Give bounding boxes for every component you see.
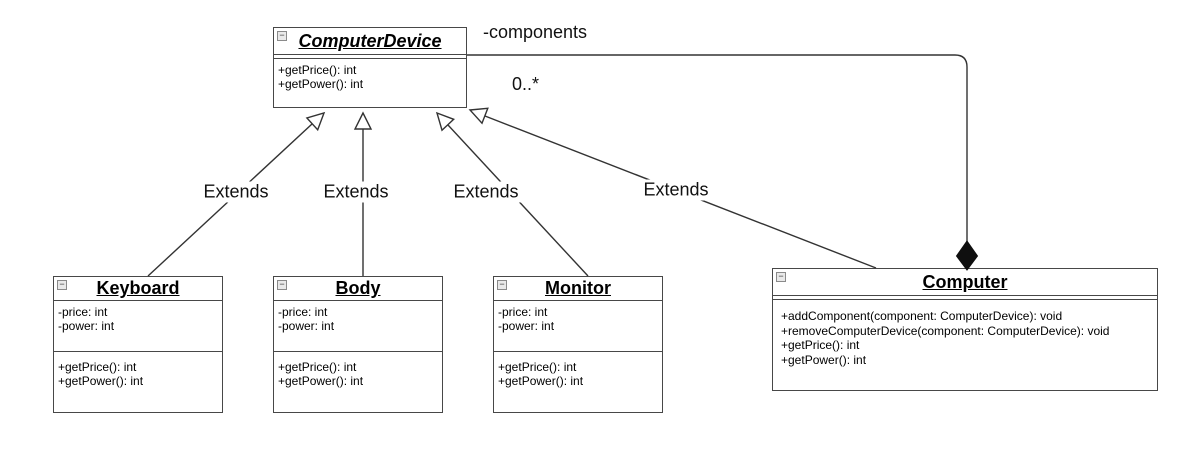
methods-compartment: +getPrice(): int +getPower(): int [274, 59, 466, 91]
class-attribute: -power: int [278, 318, 335, 333]
collapse-minus-icon[interactable]: − [57, 280, 67, 290]
class-method: +removeComputerDevice(component: Compute… [781, 323, 1110, 338]
methods-compartment: +getPrice(): int +getPower(): int [54, 352, 222, 388]
class-header-keyboard: − Keyboard [54, 277, 222, 301]
class-title: Monitor [545, 278, 611, 298]
extends-label-monitor[interactable]: Extends [450, 181, 522, 203]
class-attribute: -price: int [498, 305, 548, 319]
inheritance-arrow-body[interactable] [353, 111, 373, 276]
class-method: +getPrice(): int [278, 360, 357, 374]
class-box-keyboard[interactable]: − Keyboard -price: int -power: int +getP… [53, 276, 223, 413]
association-name-label[interactable]: -components [483, 22, 588, 42]
class-attribute: -power: int [498, 318, 555, 333]
extends-label-body[interactable]: Extends [320, 181, 392, 203]
class-title: Computer [922, 271, 1008, 292]
collapse-minus-icon[interactable]: − [776, 272, 786, 282]
class-header-body: − Body [274, 277, 442, 301]
class-method: +getPower(): int [58, 373, 144, 388]
class-method: +getPower(): int [278, 373, 364, 388]
class-box-computer[interactable]: − Computer +addComponent(component: Comp… [772, 268, 1158, 391]
class-header-computerdevice: − ComputerDevice [274, 28, 466, 55]
methods-compartment: +addComponent(component: ComputerDevice)… [773, 300, 1157, 367]
composition-link-components[interactable] [467, 54, 979, 271]
methods-compartment: +getPrice(): int +getPower(): int [274, 352, 442, 388]
class-title: Keyboard [96, 278, 180, 298]
class-box-body[interactable]: − Body -price: int -power: int +getPrice… [273, 276, 443, 413]
empty-attributes-compartment [773, 296, 1157, 300]
collapse-minus-icon[interactable]: − [277, 280, 287, 290]
class-method: +getPrice(): int [498, 360, 577, 374]
class-method: +getPower(): int [278, 76, 364, 91]
class-method: +getPower(): int [498, 373, 584, 388]
attributes-compartment: -price: int -power: int [54, 301, 222, 352]
extends-label-keyboard[interactable]: Extends [200, 181, 272, 203]
class-method: +getPrice(): int [278, 63, 357, 77]
class-box-monitor[interactable]: − Monitor -price: int -power: int +getPr… [493, 276, 663, 413]
empty-attributes-compartment [274, 55, 466, 59]
class-header-monitor: − Monitor [494, 277, 662, 301]
class-attribute: -price: int [58, 305, 108, 319]
class-method: +addComponent(component: ComputerDevice)… [781, 309, 1063, 323]
class-method: +getPrice(): int [781, 338, 860, 352]
class-attribute: -power: int [58, 318, 115, 333]
class-method: +getPrice(): int [58, 360, 137, 374]
class-title: ComputerDevice [298, 30, 442, 51]
collapse-minus-icon[interactable]: − [497, 280, 507, 290]
attributes-compartment: -price: int -power: int [274, 301, 442, 352]
class-header-computer: − Computer [773, 269, 1157, 296]
extends-label-computer[interactable]: Extends [640, 179, 712, 201]
class-title: Body [335, 278, 381, 298]
class-attribute: -price: int [278, 305, 328, 319]
association-multiplicity-label[interactable]: 0..* [512, 74, 540, 94]
collapse-minus-icon[interactable]: − [277, 31, 287, 41]
class-method: +getPower(): int [781, 352, 867, 367]
composition-diamond [955, 240, 979, 271]
attributes-compartment: -price: int -power: int [494, 301, 662, 352]
class-box-computerdevice[interactable]: − ComputerDevice +getPrice(): int +getPo… [273, 27, 467, 108]
methods-compartment: +getPrice(): int +getPower(): int [494, 352, 662, 388]
